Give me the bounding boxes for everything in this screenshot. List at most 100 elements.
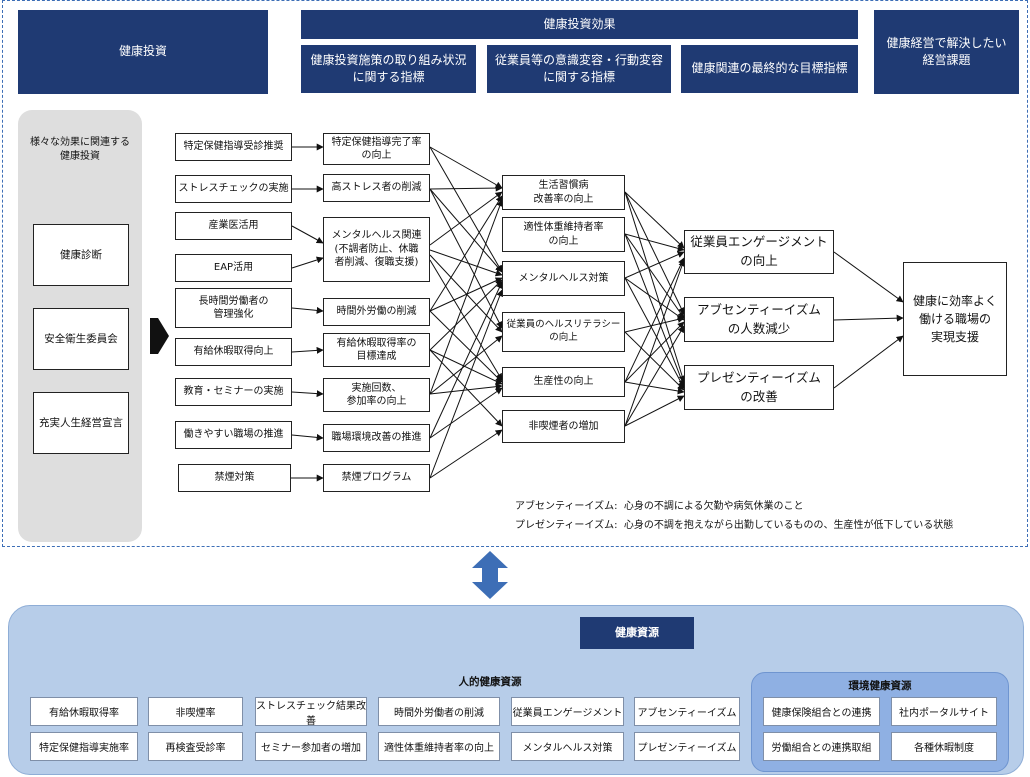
connector-arrow xyxy=(429,429,503,479)
connector-arrow xyxy=(429,184,503,192)
connector-arrow xyxy=(624,191,686,383)
connector-arrow xyxy=(624,277,685,321)
c1-box-0: 特定保健指導受診推奨 xyxy=(175,133,292,161)
connector-arrow xyxy=(291,256,324,269)
c2-box-7: 禁煙プログラム xyxy=(323,464,430,492)
connector-arrow xyxy=(624,233,685,252)
connector-arrow xyxy=(291,390,324,398)
left-item-safety-committee: 安全衛生委員会 xyxy=(33,308,129,370)
connector-arrow xyxy=(429,254,503,333)
connector-arrow xyxy=(291,306,324,314)
left-panel-title: 様々な効果に関連する 健康投資 xyxy=(30,137,130,162)
human-res-r0-1: 非喫煙率 xyxy=(148,697,243,726)
resources-title: 健康資源 xyxy=(580,617,694,649)
connector-arrow xyxy=(429,310,503,383)
human-res-r1-5: プレゼンティーイズム xyxy=(634,732,740,761)
env-resources-title: 環境健康資源 xyxy=(848,680,912,692)
c3-box-0: 生活習慣病 改善率の向上 xyxy=(502,175,625,210)
investment-effect-frame xyxy=(2,0,1028,547)
env-res-r0-1: 社内ポータルサイト xyxy=(891,697,997,726)
header-management-issue: 健康経営で解決したい 経営課題 xyxy=(874,10,1019,94)
connector-arrow xyxy=(429,146,503,189)
c2-box-4: 有給休暇取得率の 目標達成 xyxy=(323,333,430,367)
header-effect-sub-3: 健康関連の最終的な目標指標 xyxy=(681,45,858,93)
c4-box-presenteeism: プレゼンティーイズム の改善 xyxy=(684,365,834,410)
human-res-r1-1: 再検査受診率 xyxy=(148,732,243,761)
human-res-r0-3: 時間外労働者の削減 xyxy=(378,697,500,726)
header-health-investment: 健康投資 xyxy=(18,10,268,94)
note-presenteeism: プレゼンティーイズム: 心身の不調を抱えながら出勤しているものの、生産性が低下し… xyxy=(515,520,954,531)
header-investment-effect: 健康投資効果 xyxy=(301,10,858,39)
connector-arrow xyxy=(624,316,685,333)
c2-box-5: 実施回数、 参加率の向上 xyxy=(323,378,430,412)
connector-arrow xyxy=(624,259,686,427)
connector-arrow xyxy=(429,281,503,439)
c2-box-2: メンタルヘルス関連 (不調者防止、休職 者削減、復職支援) xyxy=(323,217,430,282)
human-res-r0-4: 従業員エンゲージメント xyxy=(511,697,624,726)
connector-arrow xyxy=(624,325,685,427)
c3-box-1: 適性体重維持者率 の向上 xyxy=(502,217,625,252)
env-res-r1-0: 労働組合との連携取組 xyxy=(763,732,880,761)
connector-arrow xyxy=(429,349,503,385)
human-resources-title: 人的健康資源 xyxy=(458,676,522,688)
connector-arrow xyxy=(429,195,503,312)
connector-arrow xyxy=(624,251,685,279)
human-res-r1-2: セミナー参加者の増加 xyxy=(255,732,367,761)
c1-box-7: 働きやすい職場の推進 xyxy=(175,421,292,449)
c2-box-3: 時間外労働の削減 xyxy=(323,298,430,326)
connector-arrow xyxy=(429,277,503,312)
connector-arrow xyxy=(429,199,504,395)
connector-arrow xyxy=(429,289,504,479)
c2-box-6: 職場環境改善の推進 xyxy=(323,424,430,452)
connector-arrow xyxy=(429,259,503,381)
connector-arrow xyxy=(429,383,503,395)
connector-arrow xyxy=(624,233,685,319)
human-res-r0-2: ストレスチェック結果改善 xyxy=(255,697,367,727)
note-absenteeism: アブセンティーイズム: 心身の不調による欠勤や病気休業のこと xyxy=(515,501,804,512)
connector-arrow xyxy=(291,225,324,244)
c4-box-engagement: 従業員エンゲージメント の向上 xyxy=(684,230,834,274)
connector-arrow xyxy=(429,335,503,395)
connector-arrow xyxy=(833,335,904,389)
connector-arrow xyxy=(624,277,685,389)
connector-arrow xyxy=(429,249,503,277)
connector-arrow xyxy=(833,314,904,322)
connector-arrow xyxy=(429,387,503,439)
connector-arrow xyxy=(624,257,685,383)
connector-arrow xyxy=(624,321,685,383)
c1-box-6: 教育・セミナーの実施 xyxy=(175,378,292,406)
connector-arrow xyxy=(429,279,503,351)
env-res-r0-0: 健康保険組合との連携 xyxy=(763,697,880,726)
connector-arrow xyxy=(429,146,503,273)
c1-box-5: 有給休暇取得向上 xyxy=(175,338,292,366)
human-res-r0-5: アブセンティーイズム xyxy=(634,697,740,726)
c2-box-1: 高ストレス者の削減 xyxy=(323,174,430,202)
c3-box-2: メンタルヘルス対策 xyxy=(502,261,625,296)
connector-arrow xyxy=(429,188,503,329)
c3-box-5: 非喫煙者の増加 xyxy=(502,410,625,443)
connector-arrow xyxy=(833,251,904,303)
connector-arrow xyxy=(291,346,324,354)
connector-arrow xyxy=(624,331,685,391)
human-res-r1-4: メンタルヘルス対策 xyxy=(511,732,624,761)
updown-arrow xyxy=(472,551,508,599)
header-effect-sub-1: 健康投資施策の取り組み状況 に関する指標 xyxy=(301,45,476,93)
human-res-r1-0: 特定保健指導実施率 xyxy=(30,732,138,761)
connector-arrow xyxy=(291,433,324,441)
c3-box-4: 生産性の向上 xyxy=(502,367,625,397)
c2-box-0: 特定保健指導完了率 の向上 xyxy=(323,133,430,165)
goal-box: 健康に効率よく 働ける職場の 実現支援 xyxy=(903,262,1007,376)
c1-box-1: ストレスチェックの実施 xyxy=(175,175,292,203)
c1-box-3: EAP活用 xyxy=(175,254,292,282)
big-right-arrow xyxy=(150,318,169,354)
connector-arrow xyxy=(429,191,503,246)
connector-arrow xyxy=(624,191,685,315)
header-effect-sub-2: 従業員等の意識変容・行動変容 に関する指標 xyxy=(487,45,671,93)
c1-box-2: 産業医活用 xyxy=(175,212,292,240)
c1-box-8: 禁煙対策 xyxy=(178,464,291,492)
c4-box-absenteeism: アブセンティーイズム の人数減少 xyxy=(684,297,834,342)
connector-arrow xyxy=(624,395,685,427)
left-item-health-checkup: 健康診断 xyxy=(33,224,129,286)
connector-arrow xyxy=(429,188,503,273)
